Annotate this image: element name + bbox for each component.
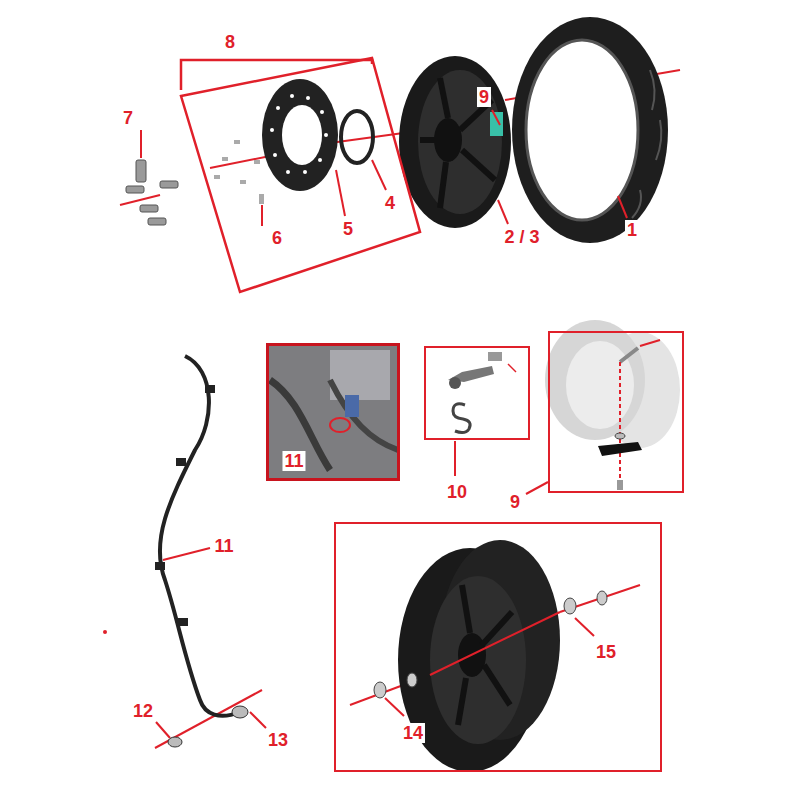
callout-number: 15 — [594, 642, 618, 662]
callout-number: 9 — [508, 492, 522, 512]
group-box: 8654 — [180, 56, 422, 294]
installation-photo — [268, 345, 398, 479]
brake-disc — [262, 79, 338, 191]
callout-number: 11 — [212, 536, 235, 556]
valve-parts — [448, 352, 516, 433]
wheel-rim — [399, 56, 511, 228]
callout-number: 4 — [383, 193, 397, 213]
group-bracket — [181, 58, 420, 292]
tyre — [512, 17, 668, 243]
sensor-wire — [103, 356, 248, 747]
tone-ring — [341, 111, 373, 163]
group-box: 10 — [424, 346, 530, 440]
disc-bolts — [214, 140, 264, 204]
callout-number: 11 — [282, 451, 305, 471]
tpms-sensor — [545, 320, 680, 490]
callout-number: 2 / 3 — [502, 227, 541, 247]
group-box: 14 15 — [334, 522, 662, 772]
callout-number: 12 — [131, 701, 155, 721]
callout-number: 9 — [477, 87, 491, 107]
callout-number: 5 — [341, 219, 355, 239]
callout-number: 14 — [401, 723, 425, 743]
wheel-bearings — [374, 540, 607, 772]
callout-number: 13 — [266, 730, 290, 750]
group-box: 9 — [548, 331, 684, 493]
callout-number: 10 — [445, 482, 469, 502]
callout-number: 8 — [223, 32, 237, 52]
callout-number: 1 — [625, 220, 639, 240]
group-box: 11 — [266, 343, 400, 481]
callout-number: 6 — [270, 228, 284, 248]
callout-number: 7 — [121, 108, 135, 128]
bolts — [126, 160, 178, 225]
